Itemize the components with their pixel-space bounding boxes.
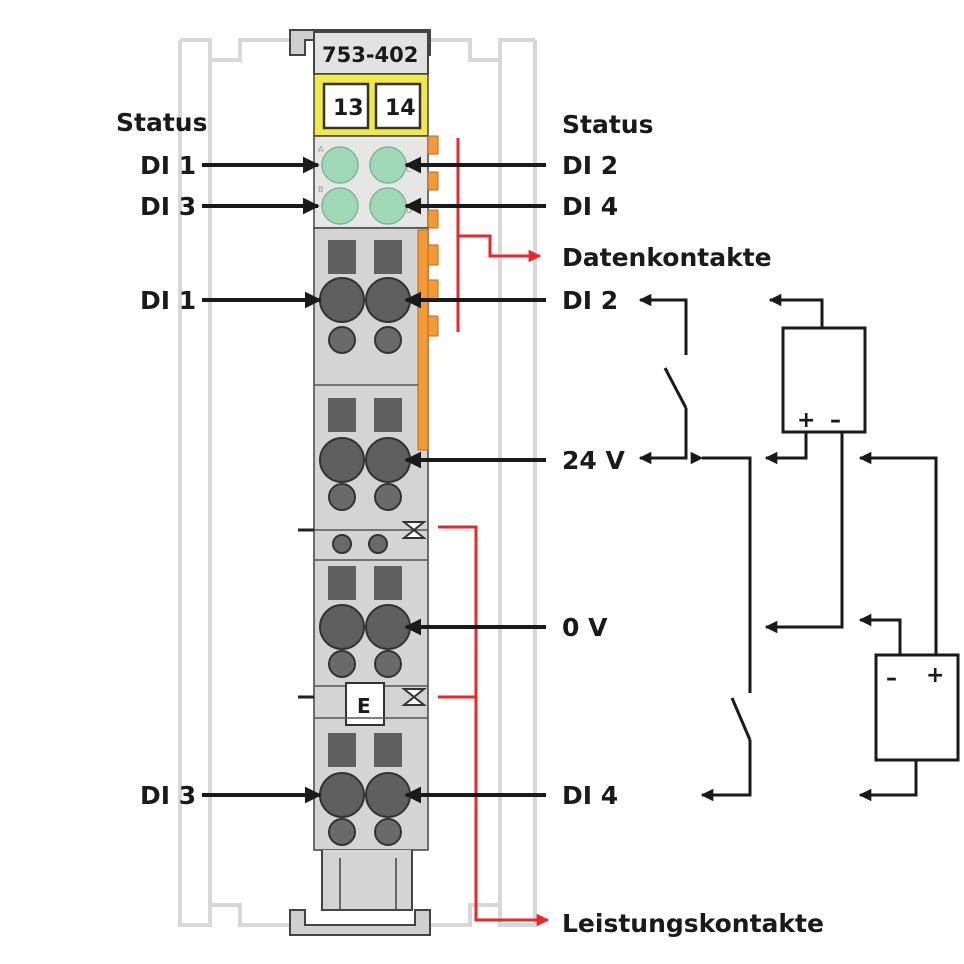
- led-letter-a: A: [318, 145, 324, 154]
- v24-label: 24 V: [562, 446, 625, 475]
- v0-label: 0 V: [562, 613, 608, 642]
- status-led-di3: [321, 187, 359, 225]
- power-contacts-label: Leistungskontakte: [562, 909, 824, 938]
- terminal-block-2: [319, 398, 411, 511]
- status-led-di4: [369, 187, 407, 225]
- supply-bottom-minus: –: [886, 666, 897, 691]
- rail-outline: [178, 38, 537, 927]
- di1-terminal-label: DI 1: [140, 286, 196, 315]
- supply-top-plus: +: [797, 408, 815, 433]
- di1-status-label: DI 1: [140, 151, 196, 180]
- terminal-block-4: [319, 733, 411, 846]
- supply-bottom-plus: +: [926, 663, 944, 688]
- di3-terminal-label: DI 3: [140, 781, 196, 810]
- terminal-block-1: [319, 240, 411, 354]
- signal-arrows: [202, 156, 546, 804]
- data-contact-strips: [417, 135, 439, 451]
- di4-status-label: DI 4: [562, 192, 618, 221]
- end-marker-text: E: [357, 694, 371, 718]
- data-contacts-label: Datenkontakte: [562, 243, 772, 272]
- status-label-left: Status: [116, 108, 207, 137]
- status-led-di1: [321, 146, 359, 184]
- terminal-block-3: [319, 566, 411, 678]
- power-supply-bottom: [874, 653, 960, 762]
- io-module: 753-402 13 14 A B C D: [289, 29, 439, 936]
- di2-status-label: DI 2: [562, 151, 618, 180]
- model-number: 753-402: [322, 43, 418, 67]
- status-led-di2: [369, 146, 407, 184]
- led-letter-b: B: [318, 185, 324, 194]
- power-supply-top: [781, 326, 867, 434]
- marker-right-text: 14: [385, 96, 416, 121]
- di4-terminal-label: DI 4: [562, 781, 618, 810]
- di3-status-label: DI 3: [140, 192, 196, 221]
- red-lines: [438, 138, 550, 927]
- di2-terminal-label: DI 2: [562, 286, 618, 315]
- bottom-foot: [321, 850, 413, 911]
- status-label-right: Status: [562, 110, 653, 139]
- marker-right: [374, 82, 422, 130]
- supply-top-minus: –: [830, 408, 841, 433]
- module-header: [313, 31, 429, 75]
- marker-left: [322, 82, 370, 130]
- external-wiring: [638, 293, 938, 802]
- marker-left-text: 13: [333, 96, 364, 121]
